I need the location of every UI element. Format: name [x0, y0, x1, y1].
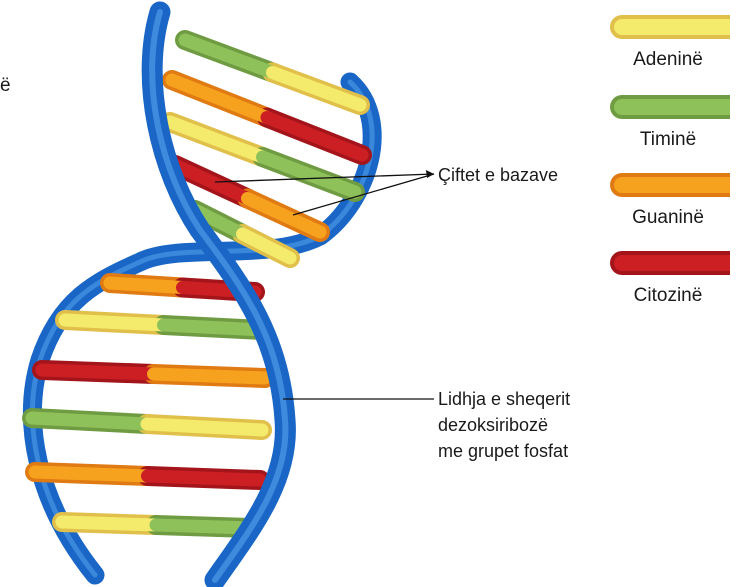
base-thymine — [164, 325, 263, 330]
legend-swatch-fill — [614, 255, 730, 271]
legend-swatch-fill — [614, 19, 730, 35]
legend-swatch-thymine — [608, 92, 730, 122]
legend-label-adenine: Adeninë — [608, 49, 728, 71]
base-thymine — [32, 418, 147, 424]
base-thymine — [185, 40, 273, 73]
base-adenine — [62, 522, 156, 525]
backbone-label-line1: Lidhja e sheqerit — [438, 389, 570, 409]
legend-swatch-adenine — [608, 12, 730, 42]
legend-swatch-guanine — [608, 170, 730, 200]
base-guanine — [248, 199, 321, 233]
backbone-label-line2: dezoksiribozë — [438, 415, 548, 435]
base-pair-7 — [65, 320, 262, 330]
legend-label-cytosine: Citozinë — [608, 285, 728, 307]
base-pair-8 — [42, 370, 265, 378]
base-adenine — [65, 320, 164, 325]
base-guanine — [35, 472, 148, 476]
base-adenine — [170, 122, 263, 157]
base-cytosine — [42, 370, 154, 374]
base-adenine — [147, 424, 262, 430]
legend-swatch-cytosine — [608, 248, 730, 278]
base-cytosine — [148, 476, 261, 480]
legend-swatch-fill — [614, 99, 730, 115]
base-pair-9 — [32, 418, 262, 430]
leader-arrow-head — [426, 170, 434, 178]
base-pair-10 — [35, 472, 260, 480]
cut-off-text: ë — [0, 76, 14, 96]
base-guanine — [154, 374, 266, 378]
legend-label-guanine: Guaninë — [608, 207, 728, 229]
legend-label-thymine: Timinë — [608, 129, 728, 151]
base-thymine — [263, 157, 356, 192]
base-pairs-label: Çiftet e bazave — [438, 165, 558, 185]
base-guanine — [172, 80, 267, 118]
base-pair-11 — [62, 522, 250, 528]
base-guanine — [110, 283, 183, 288]
base-cytosine — [267, 118, 362, 156]
backbone-label-line3: me grupet fosfat — [438, 441, 568, 461]
legend-swatch-fill — [614, 177, 730, 193]
base-thymine — [156, 525, 250, 528]
